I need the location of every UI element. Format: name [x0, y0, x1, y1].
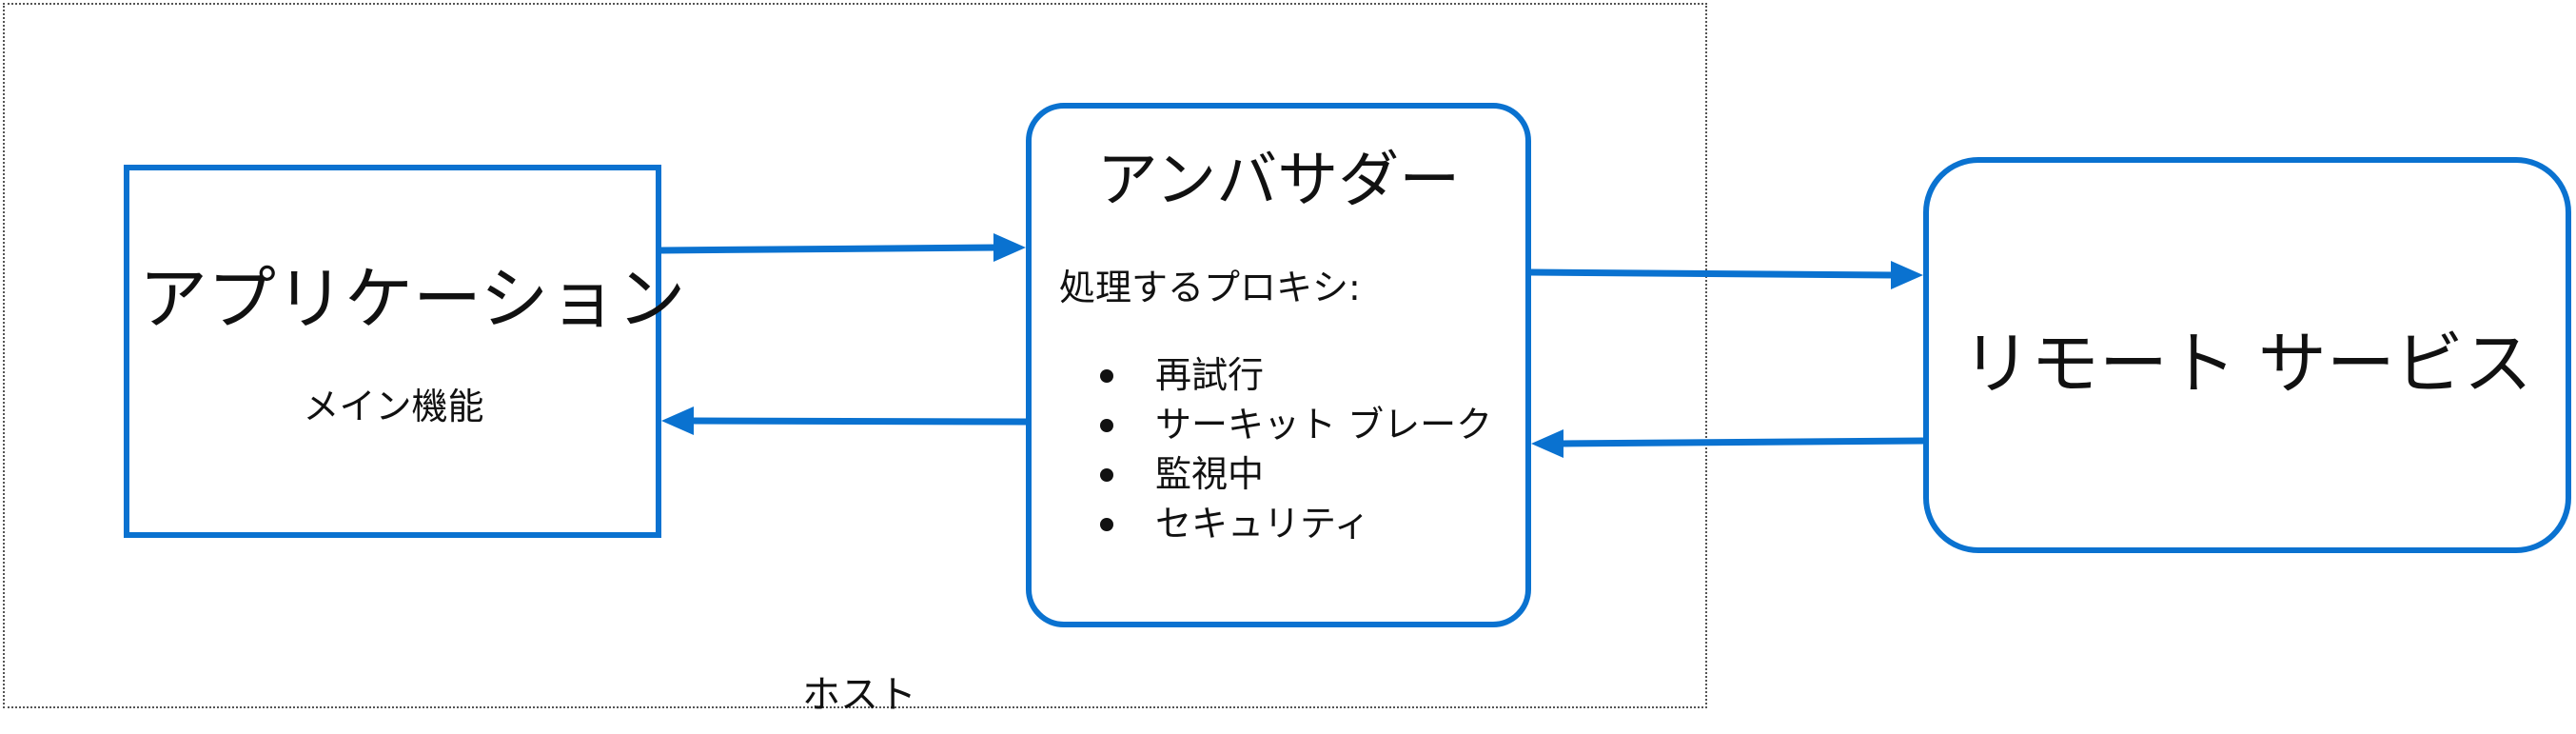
- feature-item-security: セキュリティ: [1094, 499, 1492, 548]
- host-label: ホスト: [802, 673, 916, 717]
- arrow-app-to-ambassador: [660, 244, 998, 254]
- feature-label: 監視中: [1155, 453, 1265, 495]
- ambassador-title: アンバサダー: [1096, 146, 1461, 216]
- remote-service-box: [1923, 157, 2571, 553]
- bullet-icon: [1100, 518, 1113, 531]
- host-boundary: [3, 3, 1707, 708]
- bullet-icon: [1100, 369, 1113, 383]
- arrow-remote-to-ambassador: [1561, 437, 1924, 447]
- application-subtitle: メイン機能: [303, 386, 484, 427]
- feature-label: セキュリティ: [1155, 503, 1370, 545]
- ambassador-feature-list: 再試行 サーキット ブレーク 監視中 セキュリティ: [1094, 350, 1492, 548]
- bullet-icon: [1100, 419, 1113, 432]
- arrow-remote-to-ambassador-head: [1531, 429, 1563, 458]
- bullet-icon: [1100, 468, 1113, 482]
- feature-item-monitoring: 監視中: [1094, 449, 1492, 499]
- feature-item-circuit-break: サーキット ブレーク: [1094, 400, 1492, 449]
- arrow-ambassador-to-app: [691, 417, 1027, 426]
- application-box: [124, 165, 661, 538]
- application-title: アプリケーション: [139, 259, 686, 339]
- arrow-ambassador-to-remote: [1530, 268, 1896, 279]
- ambassador-box: [1026, 103, 1531, 627]
- feature-label: 再試行: [1155, 354, 1265, 396]
- arrow-app-to-ambassador-head: [993, 233, 1026, 262]
- ambassador-lead: 処理するプロキシ:: [1059, 267, 1361, 308]
- feature-label: サーキット ブレーク: [1155, 404, 1493, 446]
- feature-item-retry: 再試行: [1094, 350, 1492, 400]
- arrow-ambassador-to-app-head: [661, 407, 694, 435]
- arrow-ambassador-to-remote-head: [1891, 261, 1923, 289]
- remote-service-title: リモート サービス: [1962, 324, 2532, 404]
